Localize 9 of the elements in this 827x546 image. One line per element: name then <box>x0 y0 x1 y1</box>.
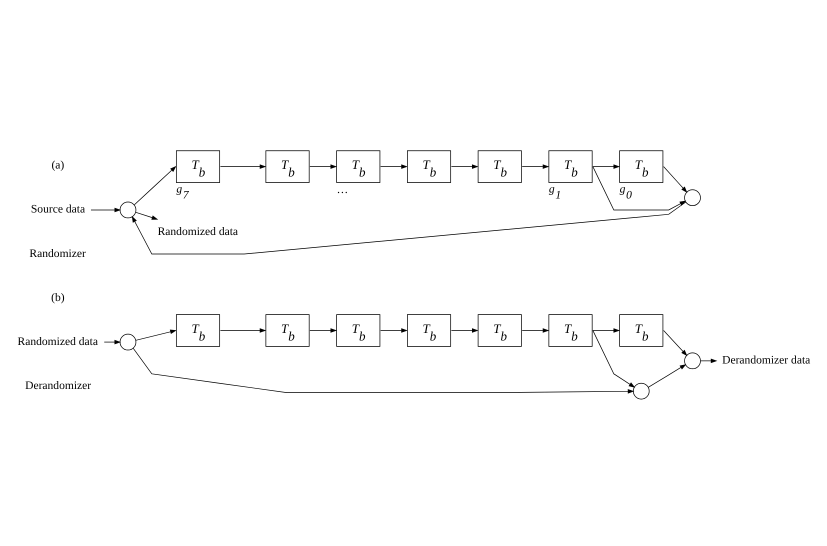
node-text: Source data <box>30 203 86 216</box>
node-text: Derandomizer data <box>722 354 810 366</box>
label: (a) <box>51 159 64 172</box>
node-text: Randomized data <box>158 226 238 238</box>
node-text: Randomized data <box>18 335 98 348</box>
node-label: … <box>336 184 348 196</box>
label: Randomizer <box>29 247 86 260</box>
label: Derandomizer <box>25 379 92 392</box>
label: (b) <box>51 291 65 304</box>
